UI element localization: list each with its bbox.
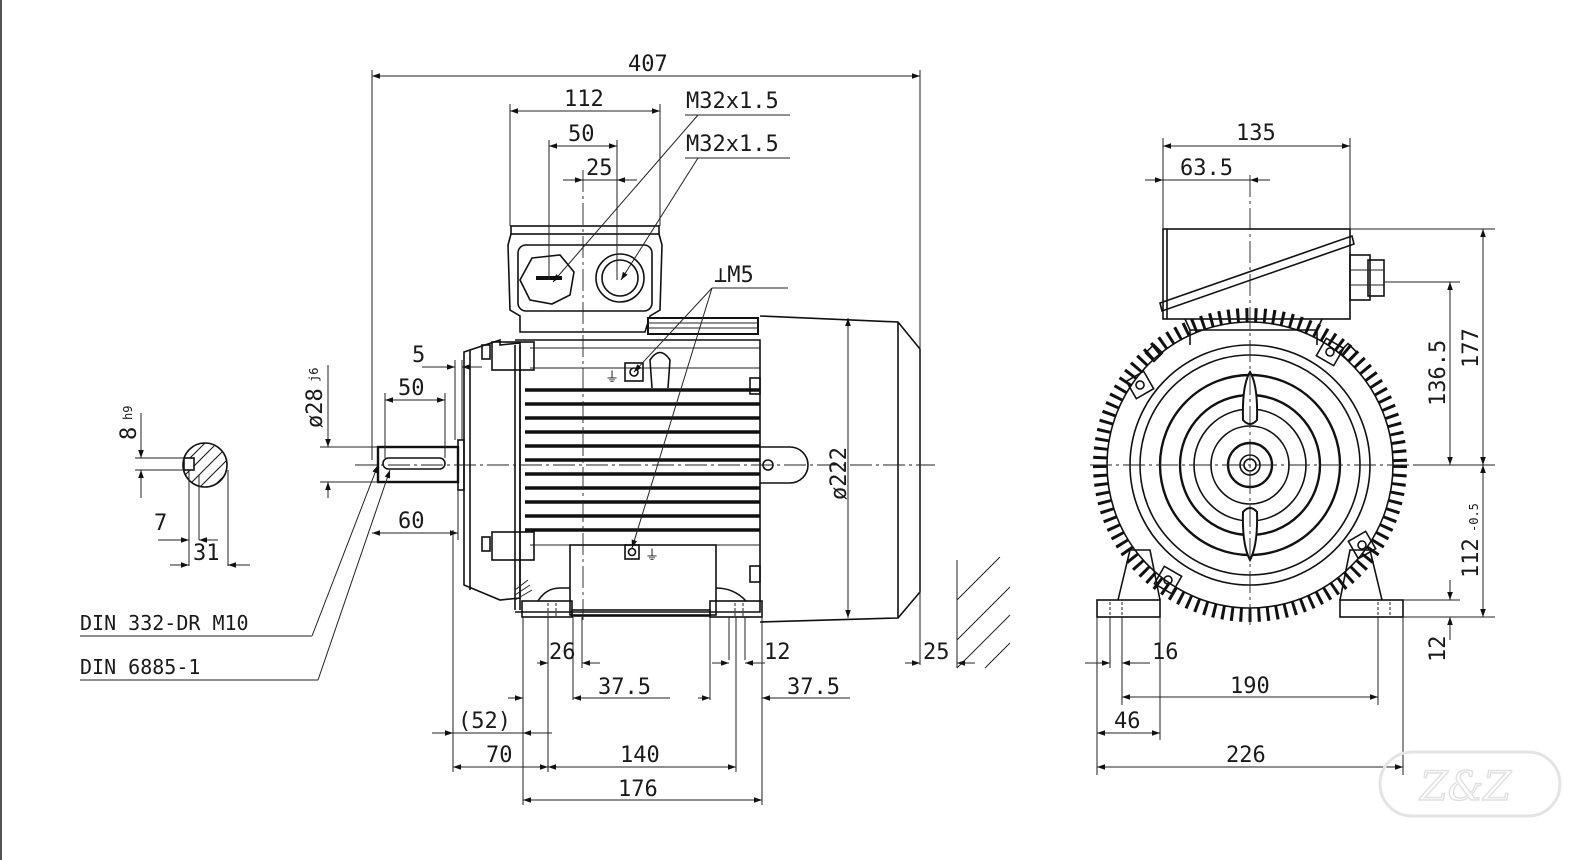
dim-foot-hole-dia: 16 bbox=[1152, 640, 1179, 665]
dim-total-height: 177 bbox=[1459, 328, 1484, 368]
shaft-section-view bbox=[135, 413, 250, 568]
dim-overall-length: 407 bbox=[628, 52, 668, 77]
end-view-dimension-lines bbox=[1085, 138, 1495, 775]
dim-end-shaft-height: 112 bbox=[1459, 538, 1484, 578]
key-depth-label: 7 bbox=[154, 511, 167, 536]
dim-foot-hole-width: 26 bbox=[549, 640, 576, 665]
callout-centre-hole: DIN 332-DR M10 bbox=[80, 611, 249, 635]
brand-logo-watermark: Z&Z bbox=[1378, 750, 1562, 818]
dim-gland-height: 136.5 bbox=[1426, 340, 1451, 406]
logo-text: Z&Z bbox=[1418, 764, 1512, 810]
dim-terminal-box-offset: 63.5 bbox=[1180, 156, 1233, 181]
dim-foot-length: 176 bbox=[618, 777, 658, 802]
svg-text:⏚: ⏚ bbox=[645, 548, 659, 564]
dim-foot-thickness: 12 bbox=[1426, 636, 1451, 663]
dim-fan-cover-diameter: ø222 bbox=[827, 447, 852, 500]
dim-foot-hole-right: 12 bbox=[764, 640, 791, 665]
side-view-dimension-lines bbox=[80, 70, 975, 805]
cooling-fins bbox=[525, 388, 760, 546]
shaft-tolerance-label: j6 bbox=[307, 368, 321, 382]
dim-shaft-to-hole: 70 bbox=[486, 743, 513, 768]
dim-terminal-box-width: 112 bbox=[564, 87, 604, 112]
dim-keyway-length: 50 bbox=[398, 376, 425, 401]
key-width-label: 8 bbox=[117, 427, 142, 440]
dim-shaft-diameter: ø28 bbox=[303, 388, 328, 428]
earth-thread-label: ⊥M5 bbox=[714, 263, 754, 288]
dim-shaft-length: 60 bbox=[398, 509, 425, 534]
gland-thread-label-1: M32x1.5 bbox=[686, 89, 779, 114]
key-tolerance-label: h9 bbox=[121, 406, 135, 420]
motor-end-view bbox=[1090, 175, 1415, 625]
dim-foot-edge-left: 37.5 bbox=[598, 675, 651, 700]
shaft-height-label: 31 bbox=[193, 541, 220, 566]
dim-hole-spacing: 140 bbox=[620, 743, 660, 768]
motor-side-view: ⏚ ⏚ bbox=[355, 170, 1011, 669]
shaft-height-tolerance: -0.5 bbox=[1467, 503, 1481, 532]
dim-fan-clearance: 25 bbox=[923, 640, 950, 665]
dim-foot-edge-right: 37.5 bbox=[787, 675, 840, 700]
gland-thread-label-2: M32x1.5 bbox=[686, 132, 779, 157]
dim-end-terminal-box-width: 135 bbox=[1236, 121, 1276, 146]
dim-end-hole-spacing: 190 bbox=[1230, 674, 1270, 699]
dim-shoulder-to-foot: (52) bbox=[458, 709, 511, 734]
dim-gland-spacing: 50 bbox=[568, 122, 595, 147]
callout-key: DIN 6885-1 bbox=[80, 655, 200, 679]
dim-gland-offset: 25 bbox=[586, 156, 613, 181]
svg-text:⏚: ⏚ bbox=[605, 370, 619, 386]
dim-flange-gap: 5 bbox=[412, 343, 425, 368]
dim-overall-width: 226 bbox=[1226, 743, 1266, 768]
dim-foot-width: 46 bbox=[1114, 709, 1141, 734]
